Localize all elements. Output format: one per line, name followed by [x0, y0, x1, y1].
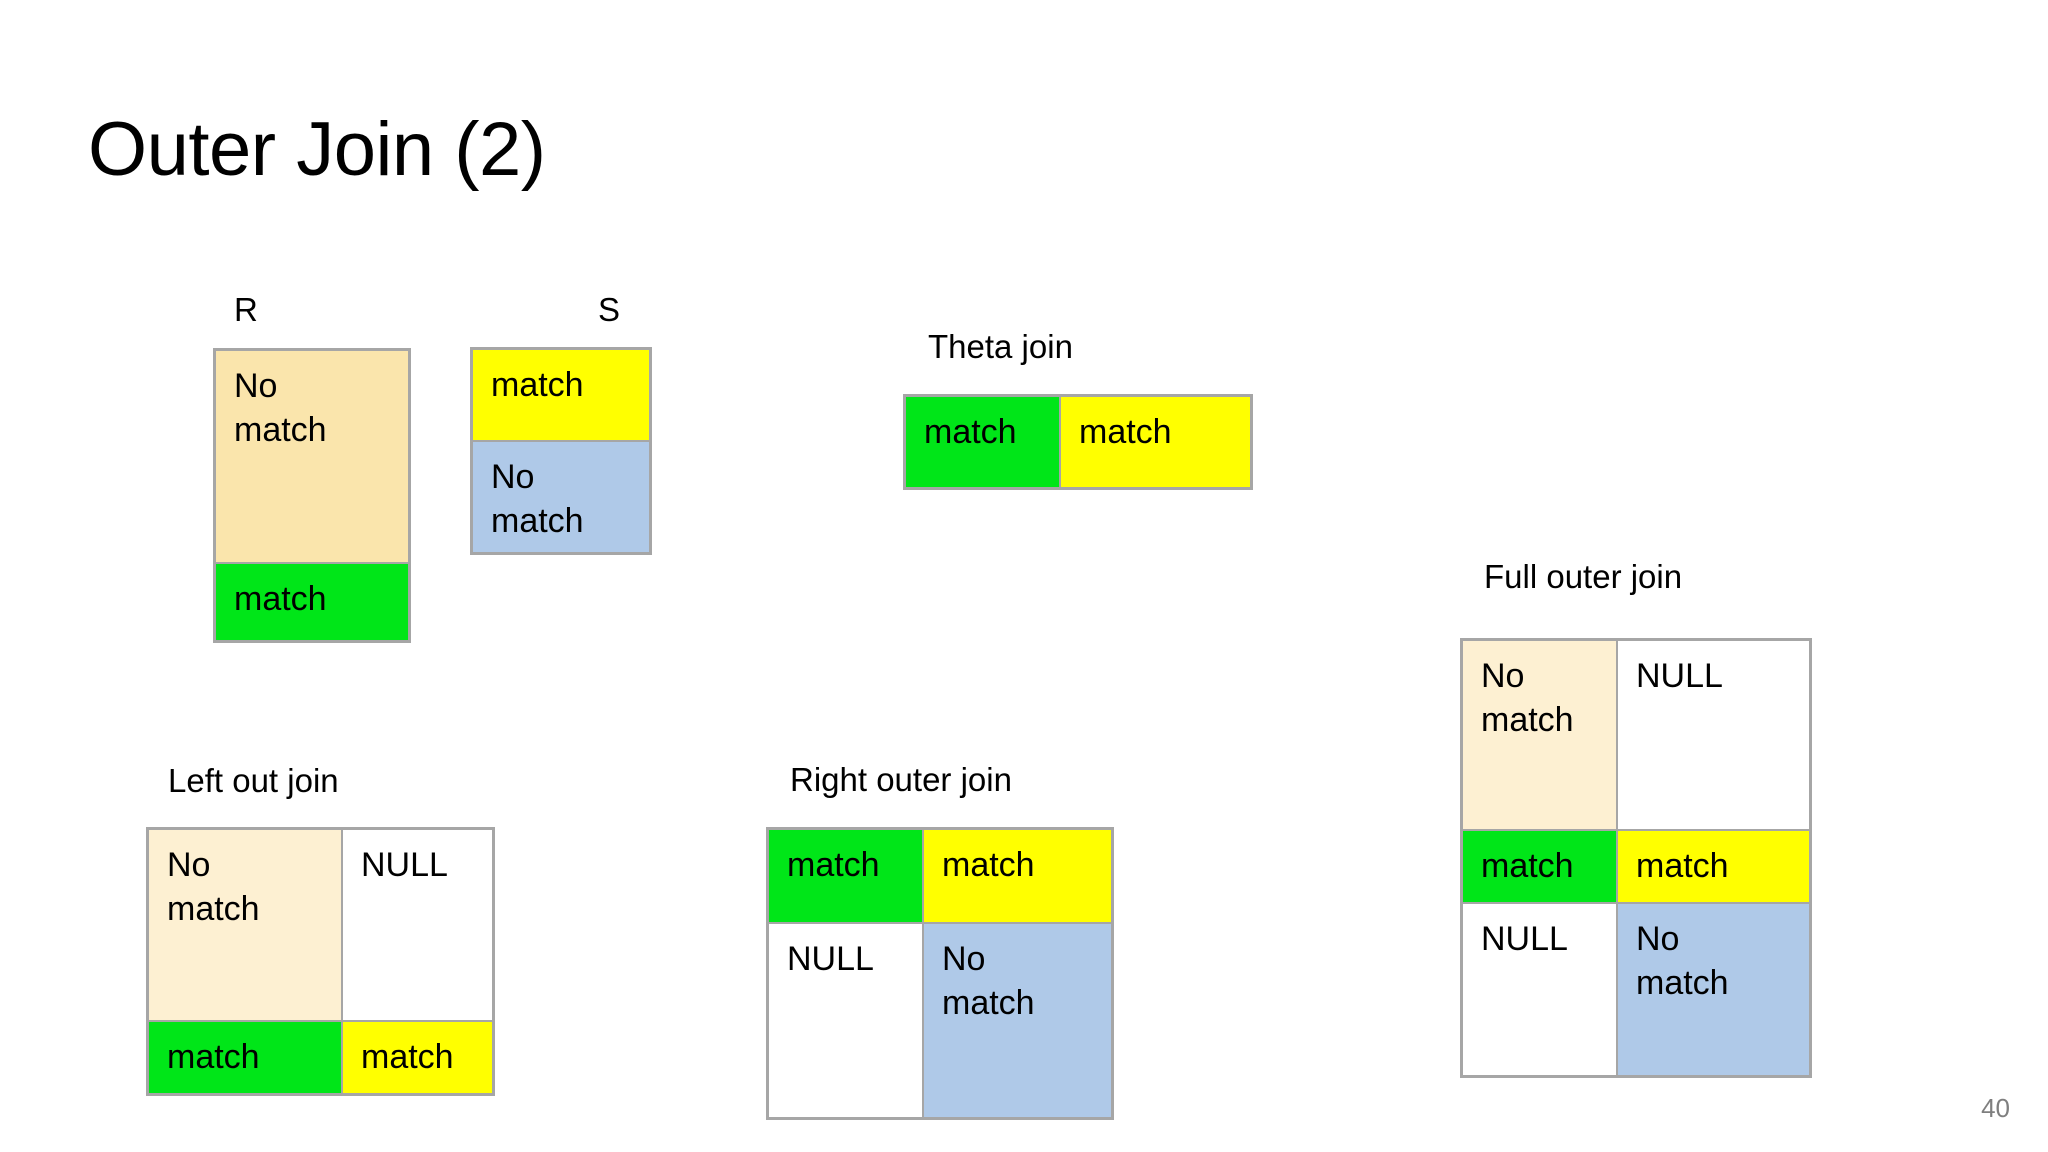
join-cell: NULL — [342, 829, 493, 1021]
join-cell: match — [215, 563, 409, 641]
page-number: 40 — [1981, 1093, 2010, 1123]
join-cell: match — [1617, 830, 1810, 903]
join-cell: match — [1462, 830, 1617, 903]
join-cell: match — [923, 829, 1112, 923]
join-cell: match — [342, 1021, 493, 1094]
join-cell: match — [905, 396, 1060, 488]
caption-theta-join: Theta join — [928, 328, 1073, 365]
caption-full-outer-join: Full outer join — [1484, 558, 1683, 595]
table-label-r: R — [234, 291, 258, 328]
join-cell: NULL — [1462, 903, 1617, 1076]
join-cell: NULL — [1617, 640, 1810, 830]
join-cell: match — [1060, 396, 1251, 488]
table-label-s: S — [598, 291, 621, 328]
join-cell: match — [148, 1021, 342, 1094]
page-title: Outer Join (2) — [88, 107, 546, 192]
caption-left-out-join: Left out join — [168, 762, 339, 799]
join-cell: match — [472, 349, 650, 441]
join-cell: match — [768, 829, 923, 923]
caption-right-outer-join: Right outer join — [790, 761, 1012, 798]
join-cell: NULL — [768, 923, 923, 1118]
